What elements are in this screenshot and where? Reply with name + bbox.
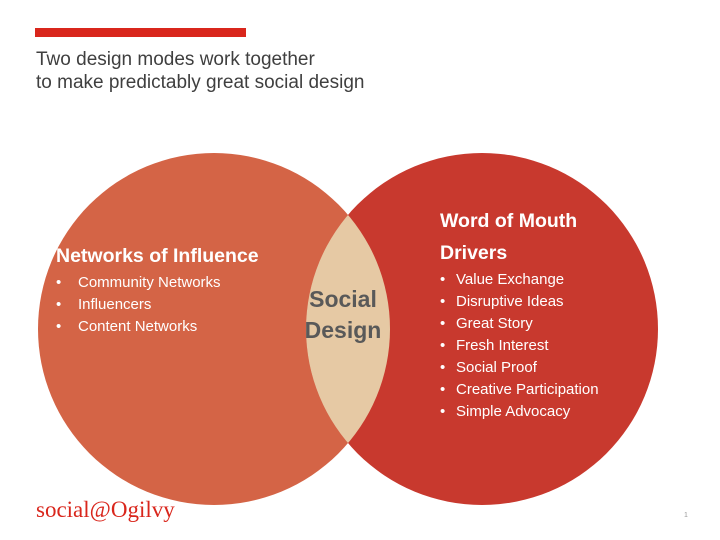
list-item-label: Content Networks [78, 318, 198, 335]
list-item-label: Influencers [78, 296, 152, 313]
list-item: • Social Proof [440, 357, 660, 379]
list-item: • Disruptive Ideas [440, 291, 660, 313]
networks-of-influence-list: • Community Networks • Influencers • Conten… [56, 272, 296, 338]
list-item: • Great Story [440, 313, 660, 335]
list-item-label: Community Networks [78, 274, 221, 291]
bullet-icon: • [440, 381, 446, 398]
list-item-label: Creative Participation [456, 381, 599, 398]
bullet-icon: • [440, 315, 446, 332]
left-circle [38, 153, 390, 505]
networks-of-influence-title: Networks of Influence [56, 245, 259, 267]
social-ogilvy-logo: social@Ogilvy [36, 497, 175, 522]
social-design-label-line-1: Social [309, 286, 377, 312]
list-item: • Simple Advocacy [440, 401, 660, 423]
list-item: • Content Networks [56, 316, 296, 338]
list-item-label: Disruptive Ideas [456, 293, 564, 310]
word-of-mouth-block: Word of Mouth Drivers • Value Exchange • D… [440, 205, 660, 423]
word-of-mouth-list: • Value Exchange • Disruptive Ideas • Great… [440, 269, 660, 423]
slide-subtitle: Two design modes work together to make p… [36, 48, 636, 94]
social-design-label-line-2: Design [304, 317, 382, 343]
subtitle-line-2: to make predictably great social design [36, 72, 365, 93]
bullet-icon: • [440, 293, 446, 310]
list-item: • Value Exchange [440, 269, 660, 291]
list-item-label: Value Exchange [456, 271, 565, 288]
networks-of-influence-block: Networks of Influence • Community Network… [56, 240, 296, 338]
subtitle-line-1: Two design modes work together [36, 49, 315, 70]
list-item: • Creative Participation [440, 379, 660, 401]
list-item-label: Social Proof [456, 359, 537, 376]
bullet-icon: • [56, 318, 62, 335]
word-of-mouth-title-line-2: Drivers [440, 242, 508, 264]
bullet-icon: • [440, 403, 446, 420]
list-item-label: Fresh Interest [456, 337, 549, 354]
right-circle [306, 153, 658, 505]
social-design-label: Social Design [283, 284, 403, 346]
bullet-icon: • [440, 359, 446, 376]
bullet-icon: • [440, 337, 446, 354]
accent-bar [35, 28, 246, 37]
list-item-label: Simple Advocacy [456, 403, 571, 420]
list-item: • Community Networks [56, 272, 296, 294]
bullet-icon: • [440, 271, 446, 288]
list-item: • Fresh Interest [440, 335, 660, 357]
bullet-icon: • [56, 274, 62, 291]
list-item-label: Great Story [456, 315, 533, 332]
word-of-mouth-title-line-1: Word of Mouth [440, 210, 578, 232]
list-item: • Influencers [56, 294, 296, 316]
bullet-icon: • [56, 296, 62, 313]
page-number: 1 [684, 512, 688, 519]
